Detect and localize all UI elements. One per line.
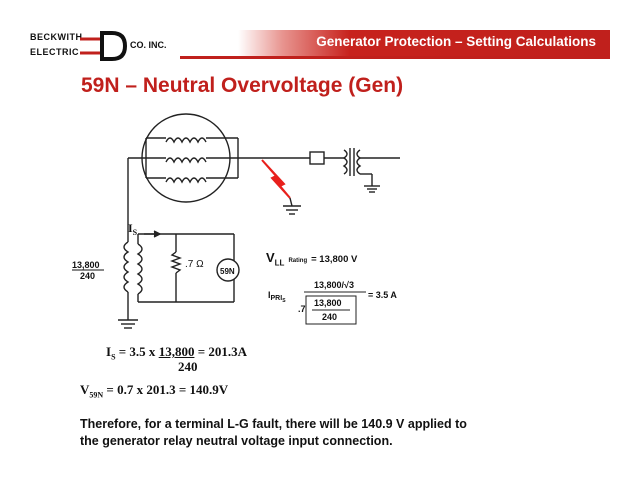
generator-coil-b bbox=[165, 157, 207, 164]
header-banner: Generator Protection – Setting Calculati… bbox=[238, 30, 610, 56]
generator-coil-c bbox=[165, 177, 207, 184]
logo-line2: ELECTRIC bbox=[30, 47, 79, 57]
current-label-text: IS bbox=[128, 221, 138, 237]
ipri-label-text: IPRIS bbox=[268, 290, 286, 304]
header-rule bbox=[180, 56, 610, 59]
resistor-zigzag bbox=[170, 251, 182, 274]
gsu-secondary bbox=[356, 149, 362, 175]
gnd-xfmr-primary bbox=[123, 241, 130, 293]
ipri-inner-bottom-text: 240 bbox=[322, 312, 337, 322]
ipri-numerator-text: 13,800/√3 bbox=[314, 280, 354, 290]
is-equation: IS = 3.5 x 13,800 = 201.3A bbox=[106, 344, 247, 362]
relay-label-text: 59N bbox=[220, 267, 235, 276]
conclusion-line1: Therefore, for a terminal L-G fault, the… bbox=[80, 417, 467, 431]
ratio-top-text: 13,800 bbox=[72, 260, 100, 270]
is-denominator: 240 bbox=[178, 359, 198, 374]
fault-lightning-icon bbox=[261, 159, 291, 199]
resistor-label-text: .7 Ω bbox=[185, 259, 204, 270]
breaker bbox=[309, 151, 325, 165]
ipri-result-text: = 3.5 A bbox=[368, 290, 397, 300]
ipri-coef-text: .7 bbox=[298, 304, 306, 314]
logo-d-mark bbox=[80, 31, 128, 61]
conclusion-text: Therefore, for a terminal L-G fault, the… bbox=[80, 416, 560, 450]
ipri-inner-box bbox=[305, 295, 357, 325]
gnd-xfmr-secondary bbox=[136, 243, 143, 295]
generator-coil-a bbox=[165, 137, 207, 144]
beckwith-logo: BECKWITH ELECTRIC CO. INC. bbox=[30, 30, 180, 62]
slide-title: 59N – Neutral Overvoltage (Gen) bbox=[81, 74, 404, 97]
ipri-inner-top-text: 13,800 bbox=[314, 298, 342, 308]
banner-title: Generator Protection – Setting Calculati… bbox=[316, 34, 596, 49]
relay-59n-circle bbox=[216, 258, 240, 282]
conclusion-line2: the generator relay neutral voltage inpu… bbox=[80, 434, 393, 448]
ratio-bottom-text: 240 bbox=[80, 271, 95, 281]
gsu-primary bbox=[342, 149, 348, 175]
logo-suffix: CO. INC. bbox=[130, 40, 167, 50]
logo-line1: BECKWITH bbox=[30, 32, 83, 42]
v59n-equation: V59N = 0.7 x 201.3 = 140.9V bbox=[80, 382, 229, 400]
